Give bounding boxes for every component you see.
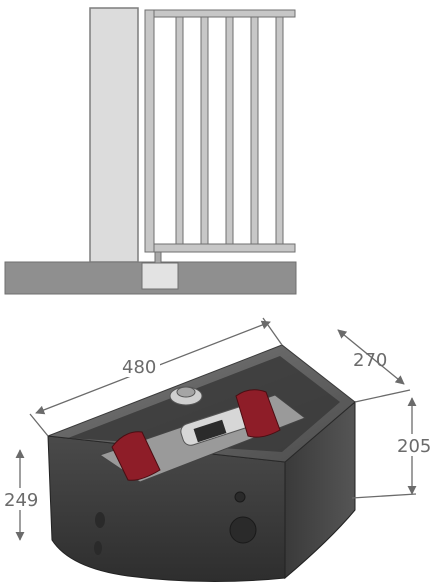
cable-hole-small: [234, 491, 246, 503]
pivot-cap-top: [176, 386, 196, 398]
dim-label-height-box: 249: [4, 490, 38, 511]
label-bg-length: [120, 355, 160, 377]
side-hole-lower: [94, 541, 102, 555]
gate-post: [89, 7, 139, 263]
box-front-face: [47, 435, 286, 583]
dim-ext-length-right: [262, 317, 283, 346]
side-hole-upper: [95, 512, 105, 528]
pivot-pin: [154, 251, 162, 265]
terminal-block: [193, 419, 227, 443]
gate-leaf: [144, 9, 296, 253]
buried-motor-box: [141, 262, 179, 290]
motor-box-illustration: [47, 344, 356, 583]
label-bg-height-total: [394, 434, 432, 456]
dim-label-width: 270: [353, 350, 387, 371]
dim-ext-height-total: [351, 493, 417, 499]
dim-label-height-total: 205: [397, 436, 431, 457]
red-gear-left: [111, 431, 161, 481]
box-side-face: [284, 400, 356, 580]
dim-label-length: 480: [122, 357, 156, 378]
gate-illustration: [4, 7, 297, 295]
label-bg-height-box: [0, 488, 40, 510]
dim-ext-width: [354, 389, 411, 403]
dim-ext-length-left: [29, 413, 49, 437]
dim-line-width: [337, 329, 405, 385]
cable-hole-large: [229, 516, 257, 544]
